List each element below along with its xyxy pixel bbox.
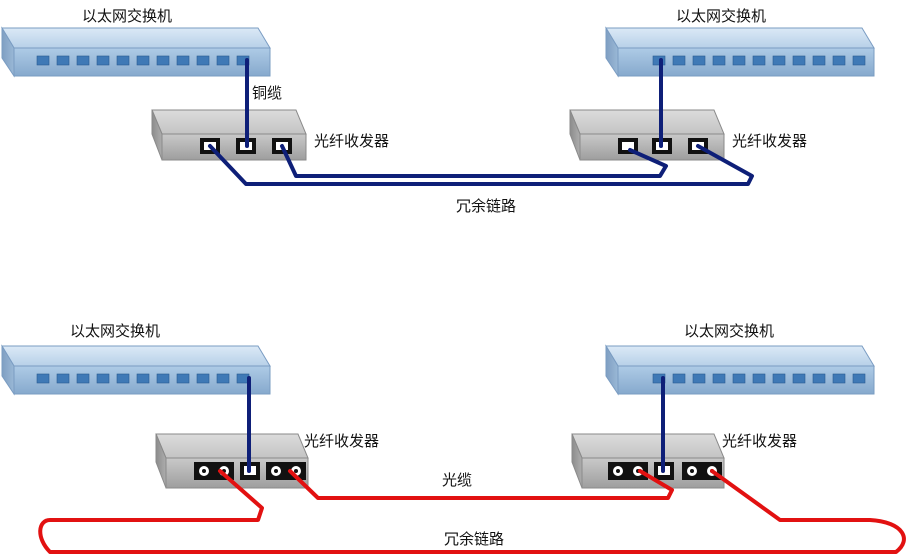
switch-ports	[36, 373, 250, 384]
top-copper-links	[208, 58, 754, 186]
switch-label: 以太网交换机	[70, 322, 161, 340]
transceiver-bottom-left	[155, 433, 309, 489]
fiber-cable-label: 光缆	[442, 471, 473, 489]
switch-ports	[36, 55, 250, 66]
switch-label: 以太网交换机	[676, 7, 767, 25]
fiber-port-pair	[266, 462, 306, 480]
transceiver-label: 光纤收发器	[722, 432, 798, 450]
switch-label: 以太网交换机	[684, 322, 775, 340]
transceiver-label: 光纤收发器	[304, 432, 380, 450]
switch-ports	[652, 55, 866, 66]
transceiver-bottom-right	[571, 433, 725, 489]
redundant-link-label: 冗余链路	[444, 530, 505, 548]
bottom-copper-uplinks	[247, 376, 665, 473]
switch-top-right	[605, 26, 875, 78]
switch-top-left	[1, 26, 271, 78]
redundant-link-label: 冗余链路	[456, 197, 517, 215]
transceiver-label: 光纤收发器	[314, 132, 390, 150]
fiber-main-link	[288, 469, 674, 500]
copper-redundant-link	[208, 144, 754, 186]
transceiver-label: 光纤收发器	[732, 132, 808, 150]
transceiver-top-right	[569, 109, 725, 161]
switch-label: 以太网交换机	[82, 7, 173, 25]
switch-ports	[652, 373, 866, 384]
bottom-fiber-links	[38, 469, 906, 554]
fiber-port-pair	[682, 462, 722, 480]
switch-bottom-right	[605, 344, 875, 396]
switch-bottom-left	[1, 344, 271, 396]
copper-cable-label: 铜缆	[252, 84, 283, 102]
fiber-redundant-link	[38, 469, 906, 554]
copper-main-link	[280, 144, 668, 178]
